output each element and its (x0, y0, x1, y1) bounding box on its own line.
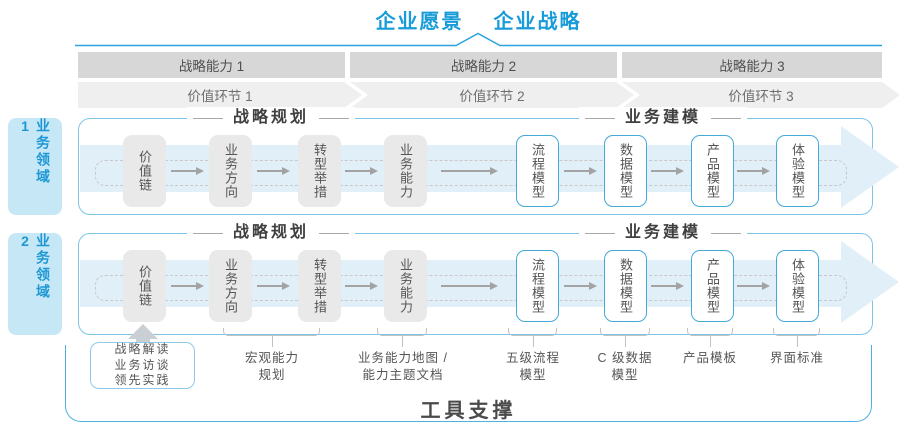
dash-line (319, 117, 350, 119)
flow-arrow-head-icon (841, 241, 899, 323)
value-link-chevron-2: 价值环节 2 (350, 82, 634, 108)
capability-band-2: 战略能力 2 (350, 52, 617, 78)
practice-line: 领先实践 (114, 373, 171, 388)
bracket-icon (773, 328, 820, 347)
section-header-modeling: 业务建模 (578, 222, 748, 244)
step-arrow-icon (345, 281, 378, 290)
practice-line: 业务访谈 (114, 357, 171, 372)
bracket-icon (600, 328, 650, 347)
tools-support-container (65, 345, 872, 422)
up-arrow-icon (128, 324, 158, 339)
planning-box-value-chain: 价值链 (123, 250, 166, 322)
dashed-track (95, 275, 847, 301)
annotation-capability-map: 业务能力地图 / 能力主题文档 (358, 350, 448, 384)
annotation-ui-standard: 界面标准 (770, 350, 824, 367)
step-arrow-icon (171, 281, 204, 290)
planning-box-transformation: 转型举措 (298, 250, 341, 322)
modeling-box-process-model: 流程模型 (516, 135, 559, 207)
annotation-product-template: 产品模板 (683, 350, 737, 367)
capability-band-3: 战略能力 3 (622, 52, 882, 78)
dash-line (711, 232, 742, 234)
dash-line (192, 232, 223, 234)
step-arrow-icon (257, 281, 290, 290)
value-link-chevron-3: 价值环节 3 (622, 82, 900, 108)
step-arrow-icon (564, 281, 597, 290)
planning-box-value-chain: 价值链 (123, 135, 166, 207)
annotation-data-model: C 级数据 模型 (597, 350, 652, 384)
dashed-track (95, 160, 847, 186)
annotation-process-model: 五级流程 模型 (506, 350, 560, 384)
vision-title: 企业愿景 (375, 11, 464, 33)
step-arrow-icon (737, 281, 770, 290)
value-link-chevron-1: 价值环节 1 (78, 82, 362, 108)
planning-box-business-capability: 业务能力 (384, 135, 427, 207)
dash-line (192, 117, 223, 119)
planning-box-transformation: 转型举措 (298, 135, 341, 207)
step-arrow-icon (737, 166, 770, 175)
flow-arrow-head-icon (841, 126, 899, 208)
caret-icon (75, 32, 882, 47)
modeling-box-product-model: 产品模型 (691, 135, 734, 207)
annotation-line: 规划 (258, 367, 286, 382)
annotation-line: 宏观能力 (244, 351, 300, 365)
step-arrow-icon (171, 166, 204, 175)
annotation-line: 模型 (519, 367, 547, 382)
modeling-box-process-model: 流程模型 (516, 250, 559, 322)
bracket-icon (508, 328, 557, 347)
modeling-box-experience-model: 体验模型 (776, 250, 819, 322)
section-header-modeling: 业务建模 (578, 107, 748, 129)
annotation-line: 业务能力地图 / (358, 351, 448, 365)
capability-band-1: 战略能力 1 (78, 52, 345, 78)
section-header-label: 战略规划 (232, 224, 310, 241)
annotation-macro-capability: 宏观能力 规划 (245, 350, 299, 384)
section-header-planning: 战略规划 (186, 222, 356, 244)
modeling-box-product-model: 产品模型 (691, 250, 734, 322)
section-header-label: 战略规划 (232, 109, 310, 126)
tools-support-title: 工具支撑 (420, 400, 517, 422)
annotation-line: 产品模板 (682, 351, 738, 365)
section-header-planning: 战略规划 (186, 107, 356, 129)
domain-label-2: 业务领域 2 (8, 233, 62, 335)
domain-label-1: 业务领域 1 (8, 118, 62, 215)
modeling-box-experience-model: 体验模型 (776, 135, 819, 207)
step-arrow-icon (651, 166, 684, 175)
annotation-line: 模型 (611, 367, 639, 382)
step-arrow-icon (564, 166, 597, 175)
modeling-box-data-model: 数据模型 (604, 135, 647, 207)
strategy-title: 企业战略 (493, 11, 582, 33)
planning-box-business-capability: 业务能力 (384, 250, 427, 322)
bracket-icon (223, 328, 320, 347)
dash-line (584, 117, 615, 119)
bracket-icon (687, 328, 733, 347)
practice-box: 战略解读 业务访谈 领先实践 (90, 342, 195, 389)
planning-box-business-direction: 业务方向 (209, 135, 252, 207)
planning-box-business-direction: 业务方向 (209, 250, 252, 322)
annotation-line: 界面标准 (769, 351, 825, 365)
domain-row-1: 价值链 业务方向 转型举措 业务能力 流程模型 数据模型 产品模型 体验模型 战… (78, 107, 899, 215)
dash-line (584, 232, 615, 234)
modeling-box-data-model: 数据模型 (604, 250, 647, 322)
step-arrow-icon (441, 281, 498, 290)
bracket-icon (377, 328, 427, 347)
page-title: 企业愿景 企业战略 (75, 5, 882, 34)
step-arrow-icon (345, 166, 378, 175)
dash-line (319, 232, 350, 234)
practice-line: 战略解读 (114, 342, 171, 357)
step-arrow-icon (651, 281, 684, 290)
step-arrow-icon (257, 166, 290, 175)
domain-row-2: 价值链 业务方向 转型举措 业务能力 流程模型 数据模型 产品模型 体验模型 战… (78, 222, 899, 335)
annotation-line: 能力主题文档 (362, 367, 444, 382)
annotation-line: 五级流程 (505, 351, 561, 365)
step-arrow-icon (441, 166, 498, 175)
annotation-line: C 级数据 (597, 351, 653, 365)
dash-line (711, 117, 742, 119)
section-header-label: 业务建模 (624, 109, 702, 126)
section-header-label: 业务建模 (624, 224, 702, 241)
